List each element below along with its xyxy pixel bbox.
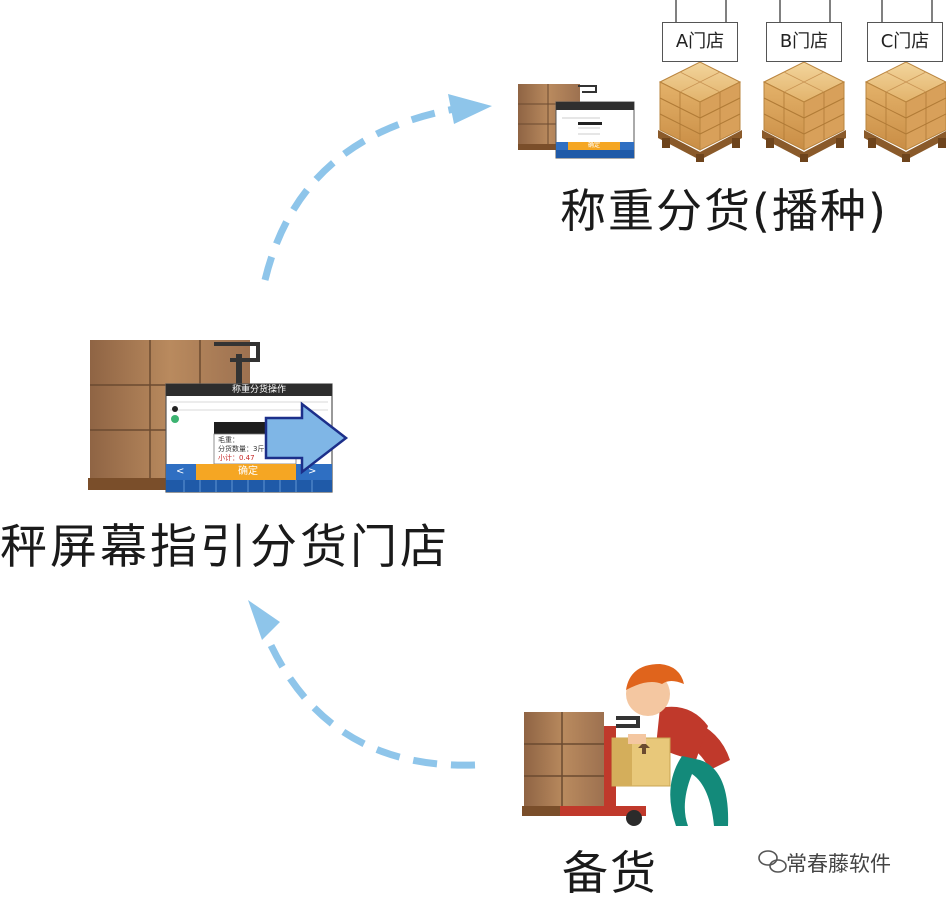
direction-arrow-icon [264, 401, 349, 475]
store-connectors [675, 0, 933, 22]
screen-row-qty: 分货数量：3斤 [218, 445, 265, 453]
carton-pallet-a [657, 61, 743, 163]
store-a-box: A门店 [662, 22, 738, 62]
arc-arrow-upper [261, 94, 492, 281]
screen-row-gross: 毛重： [218, 436, 239, 444]
small-scale-unit [518, 84, 635, 159]
large-scale-unit [88, 340, 349, 493]
prepare-label: 备货 [562, 846, 658, 900]
screen-next-button: > [308, 466, 317, 477]
store-c-box: C门店 [867, 22, 943, 62]
screen-guide-label: 秤屏幕指引分货门店 [0, 520, 450, 575]
weigh-sort-label: 称重分货(播种) [560, 184, 888, 238]
watermark: 常春藤软件 [756, 848, 891, 878]
wechat-icon [758, 850, 787, 873]
arc-arrow-lower [248, 600, 476, 769]
carton-pallet-b [761, 61, 847, 163]
screen-header-text: 称重分货操作 [232, 385, 287, 395]
screen-row-subtotal: 小计：0.47 [218, 454, 255, 462]
carton-pallet-c [863, 61, 946, 163]
worker-with-pallet-jack [522, 664, 730, 826]
store-b-box: B门店 [766, 22, 842, 62]
screen-prev-button: < [176, 466, 185, 477]
small-screen-confirm: 确定 [588, 142, 601, 149]
screen-confirm-button: 确定 [238, 466, 258, 477]
watermark-text: 常春藤软件 [786, 852, 891, 876]
